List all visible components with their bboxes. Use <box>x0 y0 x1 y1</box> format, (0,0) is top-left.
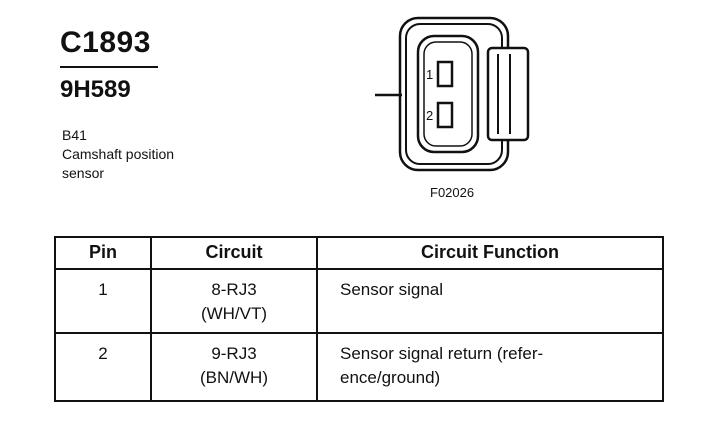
circuit-number: 8-RJ3 <box>211 280 257 299</box>
circuit-wire-color: (WH/VT) <box>200 304 268 323</box>
drawing-code: F02026 <box>430 185 475 200</box>
connector-description: B41 Camshaft position sensor <box>62 126 174 183</box>
circuit-number: 9-RJ3 <box>211 344 257 363</box>
terminal-cavity <box>416 34 480 154</box>
pin-2-label: 2 <box>426 108 433 123</box>
circuit-cell: 8-RJ3 (WH/VT) <box>150 268 318 334</box>
header-pin: Pin <box>54 236 152 270</box>
circuit-cell: 9-RJ3 (BN/WH) <box>150 332 318 402</box>
table-row: 2 9-RJ3 (BN/WH) Sensor signal return (re… <box>54 332 664 402</box>
pin-1-terminal <box>436 60 454 88</box>
table-header-row: Pin Circuit Circuit Function <box>54 236 664 270</box>
pin-1-label: 1 <box>426 67 433 82</box>
connector-face-diagram: 1 2 <box>375 16 530 172</box>
function-cell: Sensor signal return (refer- ence/ground… <box>316 332 664 402</box>
function-text: Sensor signal <box>340 280 444 299</box>
pin-cell: 2 <box>54 332 152 402</box>
pin-cell: 1 <box>54 268 152 334</box>
location-code: B41 <box>62 127 87 143</box>
pin-2-terminal <box>436 101 454 129</box>
header-circuit: Circuit <box>150 236 318 270</box>
description-line: sensor <box>62 165 105 181</box>
function-cell: Sensor signal <box>316 268 664 334</box>
terminal-cavity-inner <box>423 41 473 147</box>
part-number: 9H589 <box>60 76 131 103</box>
description-line: Camshaft position <box>62 146 175 162</box>
title-underline <box>60 66 158 68</box>
function-text: Sensor signal return (refer- <box>340 344 544 363</box>
function-text: ence/ground) <box>340 368 441 387</box>
connector-id-title: C1893 <box>60 26 151 59</box>
circuit-wire-color: (BN/WH) <box>200 368 268 387</box>
pin-circuit-table: Pin Circuit Circuit Function 1 8-RJ3 (WH… <box>54 236 664 402</box>
header-function: Circuit Function <box>316 236 664 270</box>
table-row: 1 8-RJ3 (WH/VT) Sensor signal <box>54 268 664 334</box>
locking-tab <box>486 46 530 142</box>
